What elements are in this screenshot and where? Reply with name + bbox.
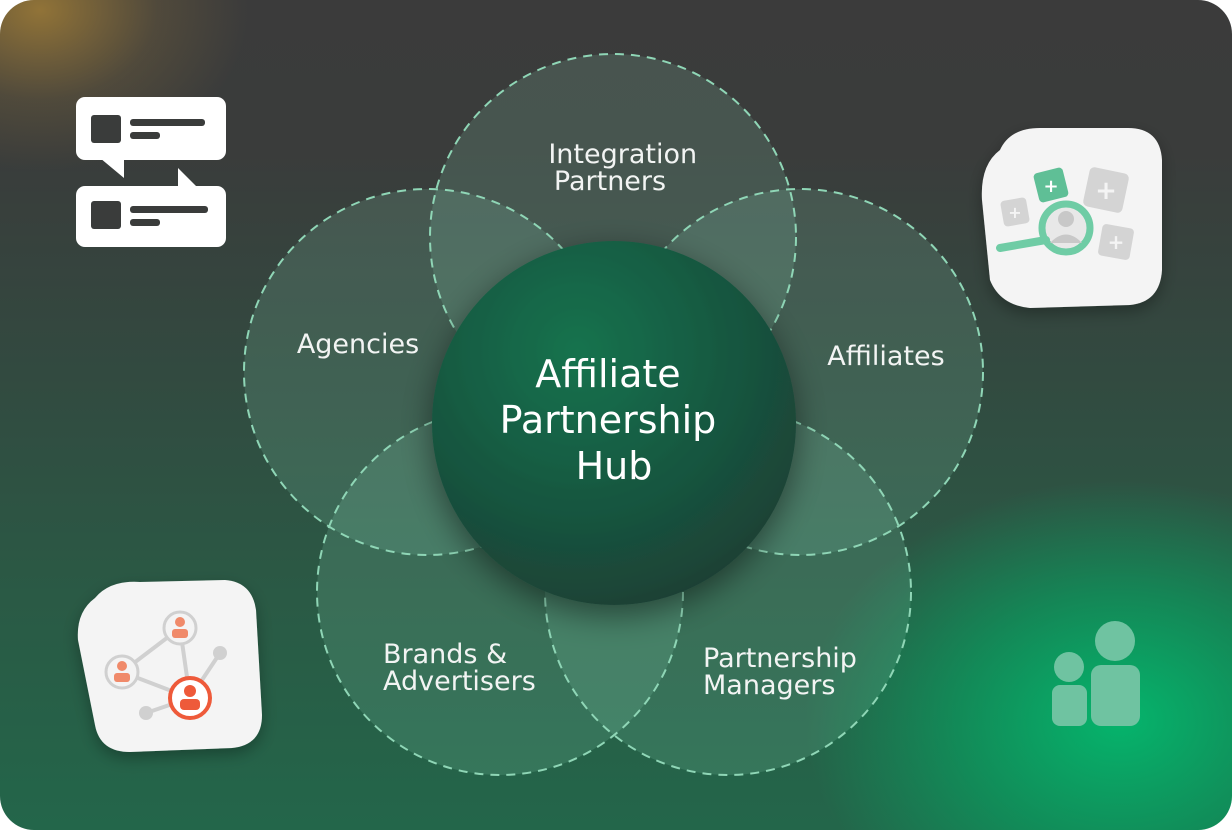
svg-text:+: + <box>1108 230 1125 254</box>
label-partnership-managers: Partnership Managers <box>703 643 866 701</box>
network-icon <box>77 580 262 752</box>
svg-text:+: + <box>1043 176 1058 197</box>
label-brands-advertisers: Brands & Advertisers <box>383 639 536 697</box>
chat-bubbles-icon <box>76 97 226 247</box>
label-agencies: Agencies <box>297 329 419 360</box>
label-integration-partners: Integration Partners <box>548 139 705 197</box>
users-icon <box>1052 621 1140 726</box>
hub-circle <box>432 241 796 605</box>
svg-text:+: + <box>1095 176 1117 206</box>
hub-title: Affiliate Partnership Hub <box>500 352 729 488</box>
label-affiliates: Affiliates <box>827 341 944 372</box>
svg-text:+: + <box>1008 203 1021 222</box>
